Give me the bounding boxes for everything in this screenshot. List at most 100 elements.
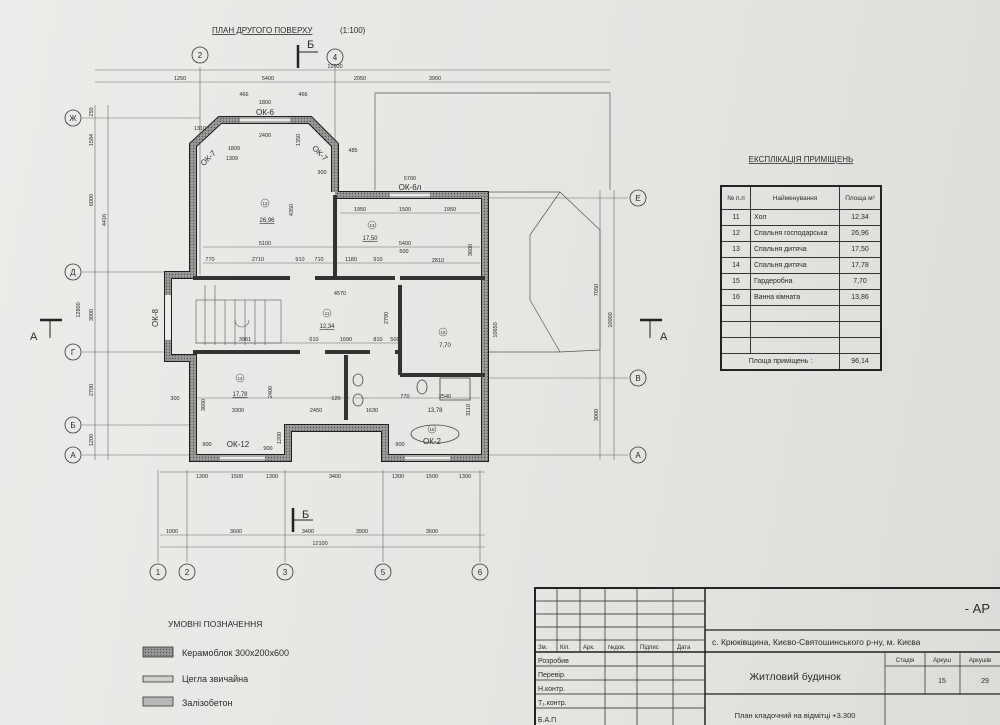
svg-text:Зм.: Зм. xyxy=(538,645,548,651)
svg-text:900: 900 xyxy=(263,446,272,452)
svg-text:5700: 5700 xyxy=(404,176,416,182)
svg-text:1500: 1500 xyxy=(231,474,243,480)
axis-label: 1 xyxy=(156,568,161,577)
svg-text:1200: 1200 xyxy=(89,434,95,446)
svg-text:910: 910 xyxy=(295,257,304,263)
table-row-empty xyxy=(720,321,882,338)
svg-text:3110: 3110 xyxy=(466,404,472,416)
svg-text:3900: 3900 xyxy=(356,529,368,535)
svg-text:810: 810 xyxy=(373,337,382,343)
svg-text:3400: 3400 xyxy=(302,529,314,535)
header-name: Найменування xyxy=(750,185,840,210)
window-openings xyxy=(165,117,450,461)
section-side-label: А xyxy=(30,331,38,343)
svg-text:610: 610 xyxy=(309,337,318,343)
axis-label: Е xyxy=(635,194,640,203)
svg-text:10000: 10000 xyxy=(608,312,614,327)
svg-text:2400: 2400 xyxy=(268,386,274,398)
total-value: 96,14 xyxy=(839,353,882,371)
svg-text:910: 910 xyxy=(373,257,382,263)
svg-text:Залізобетон: Залізобетон xyxy=(182,698,233,708)
svg-text:3300: 3300 xyxy=(232,408,244,414)
svg-text:3600: 3600 xyxy=(201,399,207,411)
sheet-label: Аркуш xyxy=(933,658,951,664)
svg-text:16: 16 xyxy=(429,427,435,432)
table-total-row: Площа приміщень : 96,14 xyxy=(720,353,882,371)
svg-text:Кіл.: Кіл. xyxy=(560,645,570,651)
section-label: Б xyxy=(302,509,309,521)
table-row-empty xyxy=(720,305,882,322)
axis-grid xyxy=(82,67,628,562)
svg-text:1630: 1630 xyxy=(366,408,378,414)
sheets-label: Аркушів xyxy=(969,658,991,664)
interior-walls xyxy=(193,195,485,420)
svg-text:ОК-6: ОК-6 xyxy=(256,108,275,117)
project-name: Житловий будинок xyxy=(749,671,841,683)
svg-text:2540: 2540 xyxy=(439,394,451,400)
svg-text:1950: 1950 xyxy=(354,207,366,213)
svg-text:12: 12 xyxy=(262,201,268,206)
svg-text:900: 900 xyxy=(202,442,211,448)
svg-text:Розробив: Розробив xyxy=(538,657,569,665)
section-label: Б xyxy=(307,39,314,51)
svg-text:300: 300 xyxy=(317,170,326,176)
header-number: № п.п xyxy=(720,185,751,210)
project-address: с. Крюківщина, Києво-Святошинського р-ну… xyxy=(712,637,921,647)
svg-text:14: 14 xyxy=(237,376,243,381)
svg-text:710: 710 xyxy=(314,257,323,263)
svg-text:1300: 1300 xyxy=(459,474,471,480)
svg-text:17,50: 17,50 xyxy=(362,236,378,242)
svg-text:12100: 12100 xyxy=(312,541,327,547)
section-mark-bottom: Б xyxy=(291,508,313,532)
svg-text:485: 485 xyxy=(348,148,357,154)
axis-label: Г xyxy=(71,348,76,357)
svg-text:1584: 1584 xyxy=(89,134,95,146)
svg-text:4350: 4350 xyxy=(289,204,295,216)
svg-text:1309: 1309 xyxy=(226,156,238,162)
svg-text:500: 500 xyxy=(399,249,408,255)
axis-label: 3 xyxy=(283,568,288,577)
svg-text:5400: 5400 xyxy=(262,76,274,82)
stage-label: Стадія xyxy=(896,658,914,664)
svg-text:1300: 1300 xyxy=(392,474,404,480)
section-mark-left: А xyxy=(30,318,62,343)
svg-text:3600: 3600 xyxy=(230,529,242,535)
svg-text:1809: 1809 xyxy=(228,146,240,152)
svg-text:2810: 2810 xyxy=(432,258,444,264)
svg-text:Керамоблок 300х200х600: Керамоблок 300х200х600 xyxy=(182,648,289,658)
svg-text:1300: 1300 xyxy=(196,474,208,480)
svg-text:4416: 4416 xyxy=(102,214,108,226)
sheets-total: 29 xyxy=(981,678,989,685)
svg-text:5100: 5100 xyxy=(259,241,271,247)
svg-text:ОК-12: ОК-12 xyxy=(227,440,250,449)
svg-text:500: 500 xyxy=(390,337,399,343)
header-area: Площа м² xyxy=(839,185,882,210)
svg-text:2790: 2790 xyxy=(384,312,390,324)
svg-text:ОК-6л: ОК-6л xyxy=(399,183,422,192)
svg-text:3961: 3961 xyxy=(239,337,251,343)
svg-text:2050: 2050 xyxy=(354,76,366,82)
svg-text:7,70: 7,70 xyxy=(439,343,451,349)
svg-text:13,78: 13,78 xyxy=(427,408,443,414)
svg-text:12800: 12800 xyxy=(76,302,82,317)
svg-text:1500: 1500 xyxy=(399,207,411,213)
svg-text:466: 466 xyxy=(239,92,248,98)
svg-text:3000: 3000 xyxy=(89,309,95,321)
svg-text:2400: 2400 xyxy=(259,133,271,139)
svg-text:Т₁.контр.: Т₁.контр. xyxy=(538,700,567,707)
svg-text:12600: 12600 xyxy=(327,64,342,70)
svg-text:Б.А.П: Б.А.П xyxy=(538,717,556,724)
window-frames xyxy=(220,117,450,461)
svg-text:1500: 1500 xyxy=(426,474,438,480)
svg-text:2700: 2700 xyxy=(89,384,95,396)
svg-text:1180: 1180 xyxy=(345,257,357,263)
svg-text:1690: 1690 xyxy=(340,337,352,343)
axis-label: Д xyxy=(70,268,76,277)
